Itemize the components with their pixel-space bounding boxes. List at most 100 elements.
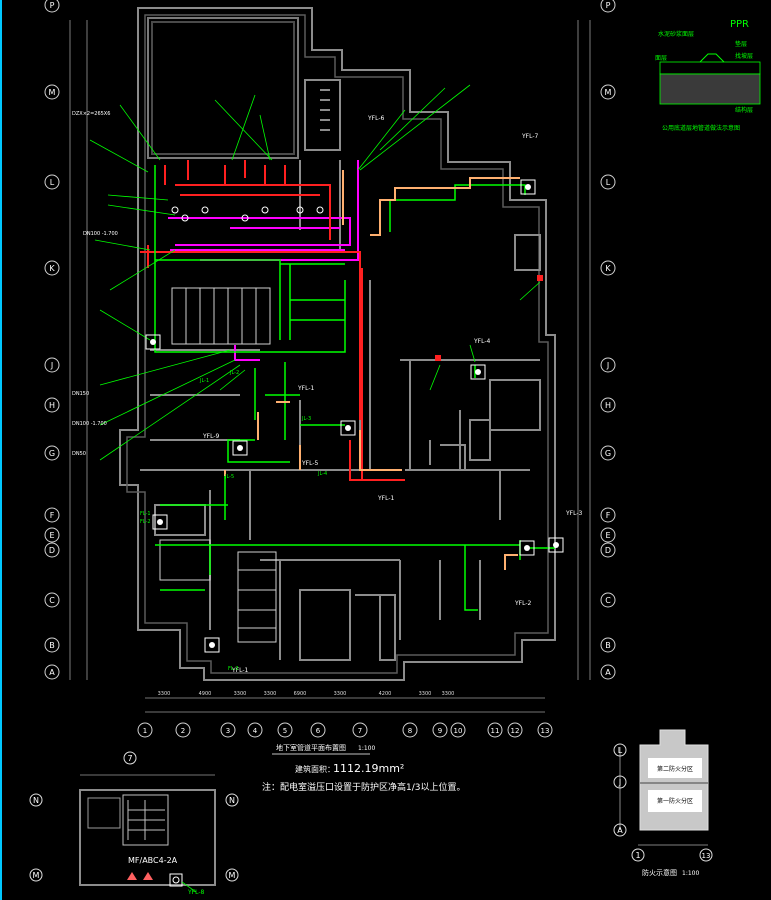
yfl-tag: YFL-7: [521, 133, 539, 140]
detail-tag-3: 找坡层: [735, 52, 753, 60]
axis-bubble-bottom: [175, 722, 191, 738]
axis-bubble-right: [600, 0, 616, 13]
floor-drain: [470, 364, 486, 380]
axis-bubble-right: [600, 84, 616, 100]
key-plan-scale: 1:100: [682, 870, 699, 877]
detail-caption: 公用底道层地管道做法示意图: [662, 124, 740, 132]
axis-label-left: P: [50, 1, 55, 10]
axis-label-bottom: 11: [491, 727, 500, 735]
axis-bubble-right: [600, 260, 616, 276]
axis-bubble-left: [44, 84, 60, 100]
axis-label-left: B: [49, 641, 55, 650]
yfl-tag: YFL-5: [301, 460, 319, 467]
dimension-text: 3300: [419, 691, 432, 697]
dimension-lines: [69, 20, 591, 713]
key-plan-zone-1: 第一防火分区: [657, 797, 693, 805]
equipment-tanks: [159, 287, 277, 643]
axis-bubble-bottom: [487, 722, 503, 738]
axis-bubble-right: [600, 527, 616, 543]
axis-bubble-bottom: [277, 722, 293, 738]
axis-label-bottom: 2: [181, 727, 185, 735]
axis-bubble-left: [44, 542, 60, 558]
fire-hydrant: [435, 355, 441, 361]
axis-bubble-bottom: [220, 722, 236, 738]
axis-bubble-left: [44, 445, 60, 461]
yfl-tag: YFL-3: [565, 510, 583, 517]
dimension-text: 3300: [334, 691, 347, 697]
plan-scale: 1:100: [358, 745, 375, 752]
drain-symbol: [553, 542, 559, 548]
valve-symbol: [241, 214, 249, 222]
axis-label-right: G: [605, 449, 611, 458]
key-plan-axis-right: 13: [702, 852, 711, 860]
axis-bubble-right: [600, 542, 616, 558]
key-plan-axis-left: 1: [635, 851, 640, 860]
floor-drain: [519, 540, 535, 556]
axis-bubble-right: [600, 664, 616, 680]
axis-label-left: G: [49, 449, 55, 458]
axis-label-bottom: 3: [226, 727, 230, 735]
axis-label-right: F: [606, 511, 611, 520]
axis-bubble-right: [600, 445, 616, 461]
stair-axis-top: 7: [127, 754, 132, 763]
axis-bubble-right: [600, 357, 616, 373]
dimension-text: 4900: [199, 691, 212, 697]
axis-bubble-right: [600, 507, 616, 523]
detail-tag-0: 水泥砂浆面层: [658, 30, 694, 38]
axis-label-bottom: 9: [438, 727, 442, 735]
detail-tag-2: 垫层: [735, 40, 747, 48]
axis-label-bottom: 4: [253, 727, 258, 735]
valve-symbol: [201, 206, 209, 214]
key-plan-title: 防火示意图: [642, 868, 677, 877]
key-plan-zone-2: 第二防火分区: [657, 765, 693, 773]
detail-tag-1: 面层: [655, 55, 667, 62]
dimension-text: 3300: [158, 691, 171, 697]
jl-tag: JL-3: [301, 416, 311, 422]
axis-label-right: E: [605, 531, 610, 540]
dimension-text: 3300: [264, 691, 277, 697]
axis-bubble-bottom: [432, 722, 448, 738]
dimension-text: 6900: [294, 691, 307, 697]
key-plan-axis-top: L: [618, 746, 623, 755]
dimension-text: 3300: [234, 691, 247, 697]
floor-drain: [520, 179, 536, 195]
stair-axis-left-bottom: M: [33, 871, 40, 880]
axis-label-bottom: 1: [143, 727, 147, 735]
dimension-text: 3300: [442, 691, 455, 697]
fl-tag: FL-2: [140, 519, 151, 525]
pipe-tags: YFL-6YFL-7YFL-4YFL-3YFL-2YFL-1YFL-1YFL-1…: [72, 111, 583, 674]
jl-tag: JL-1: [199, 378, 209, 384]
fl-tag: FL-3: [228, 666, 239, 672]
drain-symbol: [157, 519, 163, 525]
axis-bubble-bottom: [352, 722, 368, 738]
axis-bubble-left: [44, 357, 60, 373]
key-plan-axis-bottom: A: [617, 826, 623, 835]
jl-tag: JL-5: [224, 474, 234, 480]
axis-bubble-right: [600, 174, 616, 190]
yfl-tag: YFL-2: [514, 600, 532, 607]
building-walls: [119, 7, 556, 681]
stair-extinguisher-label: MF/ABC4-2A: [128, 856, 178, 865]
plan-note: 注：配电室溢压口设置于防护区净高1/3以上位置。: [262, 781, 466, 793]
key-plan: 第二防火分区 第一防火分区 L J A 1 13 防火示意图 1:100: [613, 729, 713, 877]
axis-label-bottom: 7: [358, 727, 362, 735]
axis-label-left: J: [50, 361, 53, 370]
valve-symbol: [261, 206, 269, 214]
valve-symbol: [181, 214, 189, 222]
plan-title-block: 地下室管道平面布置图 1:100 建筑面积： 1112.19mm² 注：配电室溢…: [262, 743, 466, 793]
area-label: 建筑面积：: [295, 764, 335, 774]
stair-axis-right-top: N: [229, 796, 235, 805]
detail-material: PPR: [730, 19, 749, 30]
floor-drain: [232, 440, 248, 456]
valve-symbol: [296, 206, 304, 214]
floor-drain: [548, 537, 564, 553]
axis-label-left: A: [49, 668, 55, 677]
stair-detail: 7 N M N M MF/ABC4-2A YFL-8: [29, 751, 239, 896]
yfl-tag: YFL-9: [202, 433, 220, 440]
floor-drain: [145, 334, 161, 350]
axis-label-left: H: [49, 401, 55, 410]
jl-tag: JL-2: [229, 370, 239, 376]
axis-bubble-bottom: [537, 722, 553, 738]
